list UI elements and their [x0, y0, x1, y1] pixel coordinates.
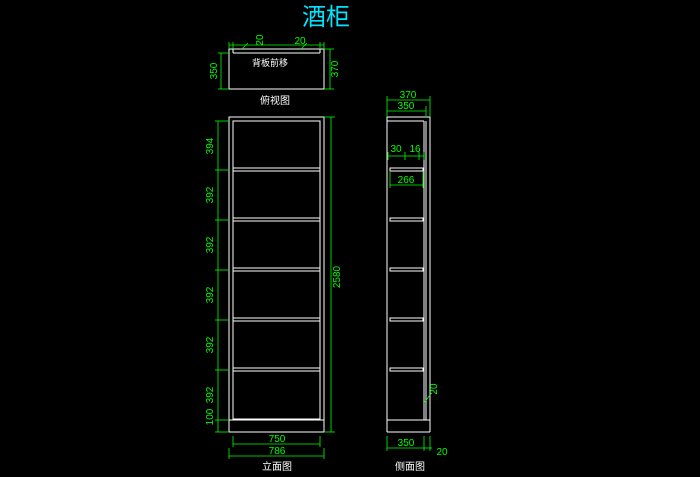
- dim-front-plinth: 100: [205, 408, 216, 425]
- dim-side-kick-gap: 20: [429, 383, 440, 395]
- side-shelf: [389, 317, 424, 322]
- side-shelf: [389, 167, 424, 172]
- dim-front-h3: 392: [205, 236, 216, 253]
- front-outer-frame: [228, 116, 325, 421]
- front-view: 394 392 392 392 392 392 100 2580 750 786…: [205, 116, 343, 473]
- side-shelf: [389, 367, 424, 372]
- front-inner-frame: [232, 120, 321, 420]
- front-shelf: [232, 317, 321, 322]
- dim-top-right-20: 20: [294, 36, 306, 47]
- top-view-label: 俯视图: [260, 94, 290, 107]
- drawing-title: 酒柜: [302, 3, 350, 31]
- front-shelf: [232, 217, 321, 222]
- dim-side-bottom-offset: 20: [436, 447, 448, 458]
- side-shelves: [389, 167, 424, 372]
- front-view-label: 立面图: [262, 460, 292, 473]
- front-shelf: [232, 267, 321, 272]
- side-view-label: 侧面图: [395, 460, 425, 473]
- top-view-note: 背板前移: [252, 57, 288, 69]
- dim-top-depth-350: 350: [209, 62, 220, 79]
- top-view-outline: [228, 48, 325, 90]
- dim-front-h2: 392: [205, 186, 216, 203]
- front-shelf: [232, 367, 321, 372]
- dim-front-total-width: 786: [269, 446, 286, 457]
- dim-front-h4: 392: [205, 286, 216, 303]
- front-shelves: [232, 167, 321, 372]
- dim-front-inner-width: 750: [269, 434, 286, 445]
- top-view: 背板前移 20 20 350 370 俯视图: [209, 34, 341, 107]
- dim-front-h1: 394: [205, 137, 216, 154]
- dim-side-back-gap: 30: [390, 144, 402, 155]
- dim-front-total-height: 2580: [332, 265, 343, 288]
- dim-side-total-depth: 370: [400, 90, 417, 101]
- side-shelf: [389, 267, 424, 272]
- dim-side-back-thick: 16: [409, 144, 421, 155]
- dim-side-bottom-depth: 350: [398, 438, 415, 449]
- side-shelf: [389, 217, 424, 222]
- dim-side-inner-depth: 350: [398, 101, 415, 112]
- dim-top-depth-370: 370: [330, 60, 341, 77]
- dim-front-h5: 392: [205, 336, 216, 353]
- front-shelf: [232, 167, 321, 172]
- dim-top-left-20: 20: [255, 34, 266, 46]
- dim-front-h6: 392: [205, 386, 216, 403]
- side-view: 370 350 30 16 266 20 350 20 侧面图: [386, 90, 448, 473]
- dim-side-shelf-depth: 266: [398, 175, 415, 186]
